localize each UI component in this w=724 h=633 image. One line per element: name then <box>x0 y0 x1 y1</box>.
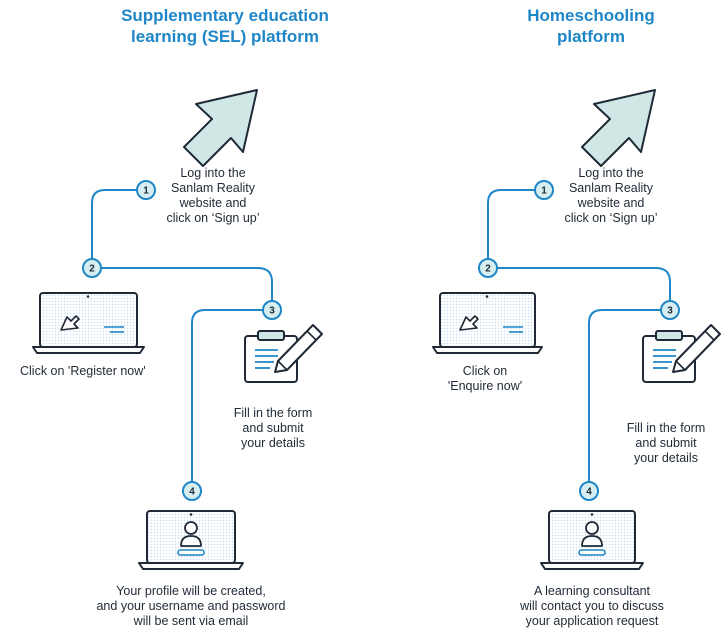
flow-diagram: 1 2 3 4 <box>432 89 721 570</box>
text-line: will be sent via email <box>133 614 249 628</box>
text-line: Click on 'Register now' <box>20 364 146 378</box>
laptop-cursor-icon <box>432 292 543 354</box>
step-number: 4 <box>189 487 195 498</box>
text-line: click on ‘Sign up’ <box>564 211 658 225</box>
panel-title-line2: platform <box>557 27 625 46</box>
step4-text: Your profile will be created, and your u… <box>70 584 312 629</box>
text-line: A learning consultant <box>533 584 651 598</box>
step2-text: Click on 'Register now' <box>20 364 210 379</box>
step-badge-1: 1 <box>534 180 554 200</box>
step1-text: Log into the Sanlam Reality website and … <box>548 166 674 226</box>
laptop-profile-icon <box>138 510 244 570</box>
panel-title: Supplementary education learning (SEL) p… <box>90 5 360 47</box>
clipboard-pencil-icon <box>244 324 323 383</box>
arrow-up-right-icon <box>581 89 656 167</box>
step-badge-3: 3 <box>660 300 680 320</box>
text-line: Log into the <box>578 166 644 180</box>
text-line: and submit <box>242 421 304 435</box>
step-number: 2 <box>485 264 491 275</box>
text-line: Fill in the form <box>626 421 706 435</box>
step3-text: Fill in the form and submit your details <box>213 406 333 451</box>
text-line: Log into the <box>180 166 246 180</box>
step4-text: A learning consultant will contact you t… <box>488 584 696 629</box>
step-number: 3 <box>667 306 673 317</box>
laptop-profile-icon <box>540 510 644 570</box>
text-line: Sanlam Reality <box>568 181 654 195</box>
text-line: website and <box>577 196 645 210</box>
text-line: your application request <box>525 614 659 628</box>
text-line: click on ‘Sign up’ <box>166 211 260 225</box>
step-badge-4: 4 <box>579 481 599 501</box>
panel-title: Homeschooling platform <box>506 5 676 47</box>
step-number: 1 <box>143 186 149 197</box>
sel-flow-panel: Supplementary education learning (SEL) p… <box>20 5 360 629</box>
step-badge-2: 2 <box>478 258 498 278</box>
text-line: your details <box>634 451 698 465</box>
step-number: 3 <box>269 306 275 317</box>
panel-title-line1: Homeschooling <box>527 6 655 25</box>
step2-text: Click on 'Enquire now' <box>430 364 540 394</box>
text-line: Your profile will be created, <box>116 584 266 598</box>
step1-text: Log into the Sanlam Reality website and … <box>150 166 276 226</box>
step3-text: Fill in the form and submit your details <box>610 421 722 466</box>
text-line: Fill in the form <box>233 406 313 420</box>
text-line: and submit <box>635 436 697 450</box>
connector-lines <box>91 189 273 482</box>
step-badge-4: 4 <box>182 481 202 501</box>
text-line: Click on <box>462 364 508 378</box>
text-line: and your username and password <box>96 599 286 613</box>
flow-diagram: 1 2 3 4 <box>32 89 323 570</box>
homeschooling-flow-panel: Homeschooling platform <box>362 0 724 633</box>
step-number: 4 <box>586 487 592 498</box>
connector-lines <box>487 189 671 482</box>
step-badge-3: 3 <box>262 300 282 320</box>
step-badge-1: 1 <box>136 180 156 200</box>
text-line: will contact you to discuss <box>520 599 664 613</box>
text-line: 'Enquire now' <box>447 379 523 393</box>
step-number: 1 <box>541 186 547 197</box>
clipboard-pencil-icon <box>642 324 721 383</box>
panel-title-line1: Supplementary education <box>121 6 329 25</box>
arrow-up-right-icon <box>183 89 258 167</box>
step-badge-2: 2 <box>82 258 102 278</box>
panel-title-line2: learning (SEL) platform <box>131 27 319 46</box>
step-number: 2 <box>89 264 95 275</box>
text-line: Sanlam Reality <box>170 181 256 195</box>
laptop-cursor-icon <box>32 292 145 354</box>
text-line: website and <box>179 196 247 210</box>
text-line: your details <box>241 436 305 450</box>
